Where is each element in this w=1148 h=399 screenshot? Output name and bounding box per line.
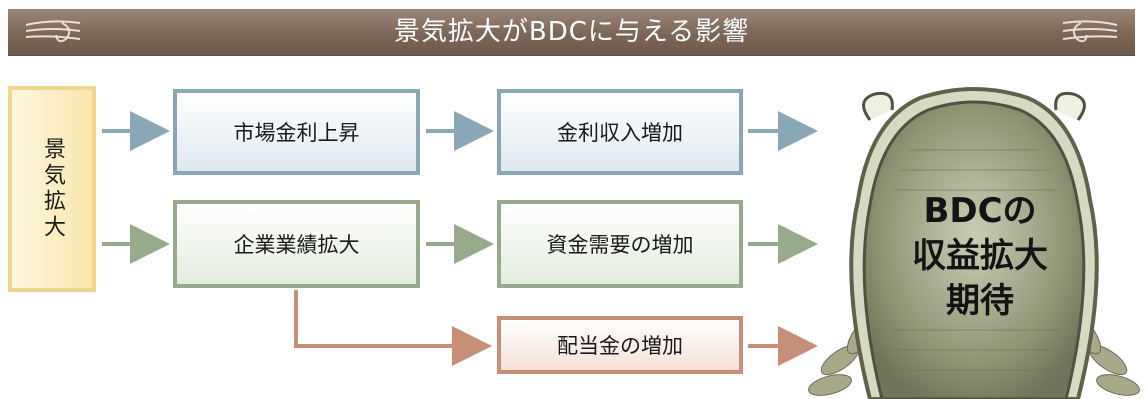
page-title: 景気拡大がBDCに与える影響 <box>393 17 750 47</box>
flourish-icon <box>1062 20 1118 43</box>
interest-income-box: 金利収入増加 <box>497 89 743 175</box>
flourish-icon <box>25 20 81 43</box>
banknote-seal <box>808 87 1140 399</box>
arrow-earnings-to-dividend <box>294 290 492 366</box>
outcome-line-1: BDCの <box>923 191 1037 231</box>
dividend-increase-box: 配当金の増加 <box>497 316 743 374</box>
rate-rise-box: 市場金利上昇 <box>173 89 420 175</box>
start-box: 景気拡大 <box>8 86 96 292</box>
title-banner: 景気拡大がBDCに与える影響 <box>8 9 1135 55</box>
outcome-line-3: 期待 <box>946 281 1014 321</box>
earnings-growth-box: 企業業績拡大 <box>173 200 420 288</box>
outcome-line-2: 収益拡大 <box>912 236 1048 276</box>
capital-demand-box: 資金需要の増加 <box>497 200 743 288</box>
